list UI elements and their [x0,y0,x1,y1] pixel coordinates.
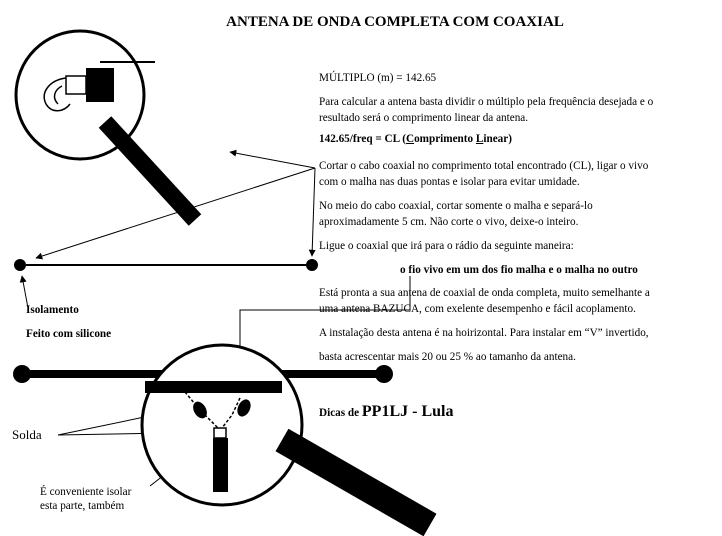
feed-wire-right [221,397,241,429]
antenna-upper [14,259,318,271]
formula-part-b: omprimento [414,133,476,145]
page-title: ANTENA DE ONDA COMPLETA COM COAXIAL [226,14,564,30]
instal-text-2: basta acrescentar mais 20 ou 25 % ao tam… [319,351,576,363]
label-conveniente-1: É conveniente isolar [40,486,132,498]
feed-horizontal-bar [145,381,282,393]
antenna-lower-right-end [375,365,393,383]
antenna-lower [13,365,393,383]
calc-text-1: Para calcular a antena basta dividir o m… [319,96,654,108]
pronta-text-1: Está pronta a sua antena de coaxial de o… [319,287,650,299]
antenna-lower-left-end [13,365,31,383]
label-isolamento: Isolamento [26,304,79,316]
label-conveniente-2: esta parte, também [40,500,125,512]
magnifier-top-lens [14,29,146,161]
cable-end-wires [43,77,71,112]
coax-center-conductor [213,427,227,439]
label-solda: Solda [12,427,42,442]
credits: Dicas de PP1LJ - Lula [319,404,453,421]
solder-point-right [237,399,251,417]
formula-text: 142.65/freq = CL (Comprimento Linear) [319,131,512,147]
feed-wire-left [184,391,219,429]
magnifier-top-handle [98,116,202,226]
arrow-to-antenna-right [308,167,316,257]
ligue-text: Ligue o coaxial que irá para o rádio da … [319,240,574,252]
formula-part-d: inear) [483,133,512,145]
label-silicone: Feito com silicone [26,328,112,340]
antenna-upper-left-end [14,259,26,271]
magnifier-top [14,29,202,226]
cortar-text-2: com o malha nas duas pontas e isolar par… [319,176,580,188]
magnifier-center-handle [275,428,437,536]
coax-feed-cable [213,438,228,492]
vivo-text: o fio vivo em um dos fio malha e o malha… [400,264,638,276]
formula-part-l: L [475,133,484,145]
multiplo-text: MÚLTIPLO (m) = 142.65 [319,72,437,84]
meio-text-1: No meio do cabo coaxial, cortar somente … [319,200,593,212]
antenna-upper-right-end [306,259,318,271]
meio-text-2: aproximadamente 5 cm. Não corte o vivo, … [319,216,579,228]
instal-text-1: A instalação desta antena é na hoirizont… [319,327,649,339]
arrow-to-cable-end [229,149,316,169]
credits-author: PP1LJ - Lula [361,403,454,420]
cortar-text-1: Cortar o cabo coaxial no comprimento tot… [319,160,649,172]
magnifier-center [140,343,437,536]
formula-part-a: 142.65/freq = CL ( [319,133,406,145]
arrow-to-antenna-left [35,167,316,260]
formula-part-c: C [405,133,415,145]
pronta-text-2: uma antena BAZUCA, com exelente desempen… [319,303,636,315]
cable-end-block [86,68,114,102]
credits-label: Dicas de [319,407,362,419]
arrow-isolamento [19,275,29,309]
calc-text-2: resultado será o comprimento linear da a… [319,112,529,124]
solder-point-left [193,401,207,419]
cable-end-tip [65,75,87,95]
